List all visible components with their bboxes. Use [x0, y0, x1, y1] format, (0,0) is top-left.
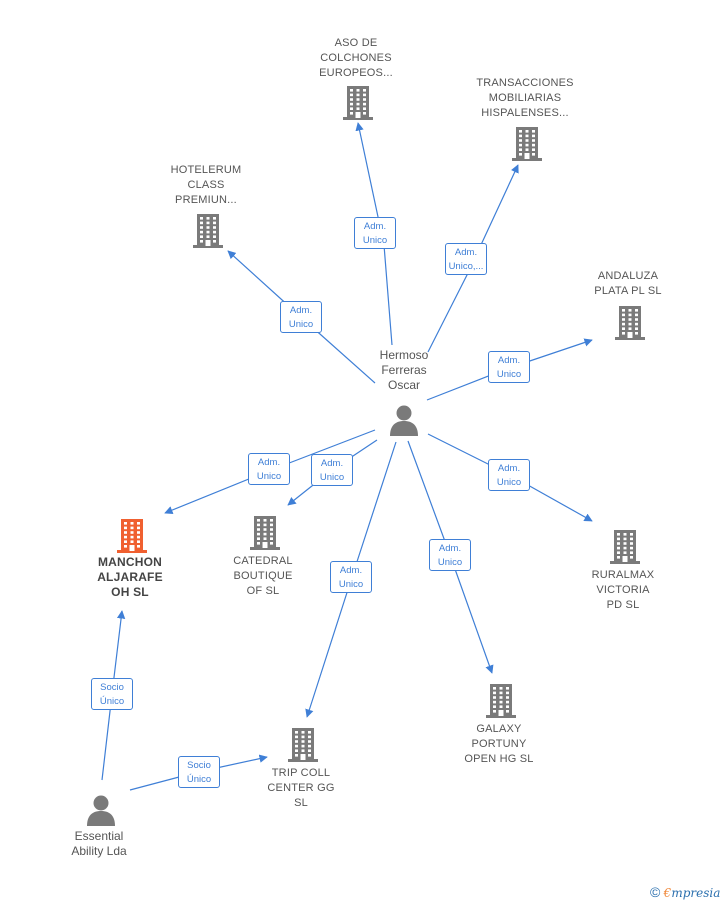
role-label-essential-tripcoll[interactable]: Socio Único: [178, 756, 220, 788]
person-icon[interactable]: [86, 794, 116, 826]
company-name-galaxy[interactable]: GALAXY PORTUNY OPEN HG SL: [464, 723, 534, 765]
building-icon[interactable]: [615, 304, 645, 340]
building-icon[interactable]: [193, 212, 223, 248]
role-label-hermoso-andaluza[interactable]: Adm. Unico: [488, 351, 530, 383]
brand-logo-letter: €: [663, 886, 672, 900]
building-icon[interactable]: [343, 84, 373, 120]
building-icon[interactable]: [486, 682, 516, 718]
company-name-tripcoll[interactable]: TRIP COLL CENTER GG SL: [267, 767, 335, 809]
role-label-hermoso-manchon[interactable]: Adm. Unico: [248, 453, 290, 485]
role-label-hermoso-catedral[interactable]: Adm. Unico: [311, 454, 353, 486]
company-name-transacciones[interactable]: TRANSACCIONES MOBILIARIAS HISPALENSES...: [476, 77, 574, 119]
company-name-andaluza[interactable]: ANDALUZA PLATA PL SL: [594, 270, 662, 297]
building-icon[interactable]: [288, 726, 318, 762]
role-label-hermoso-galaxy[interactable]: Adm. Unico: [429, 539, 471, 571]
relation-edge-hermoso-transacciones: [427, 164, 519, 353]
copyright-icon: ©: [650, 884, 661, 900]
building-icon[interactable]: [610, 528, 640, 564]
role-label-hermoso-ruralmax[interactable]: Adm. Unico: [488, 459, 530, 491]
role-label-hermoso-aso[interactable]: Adm. Unico: [354, 217, 396, 249]
person-name-hermoso[interactable]: Hermoso Ferreras Oscar: [379, 348, 429, 392]
role-label-hermoso-tripcoll[interactable]: Adm. Unico: [330, 561, 372, 593]
role-label-essential-manchon[interactable]: Socio Único: [91, 678, 133, 710]
company-name-aso[interactable]: ASO DE COLCHONES EUROPEOS...: [319, 37, 393, 79]
company-name-manchon[interactable]: MANCHON ALJARAFE OH SL: [97, 555, 163, 599]
person-icon[interactable]: [389, 404, 419, 436]
company-name-ruralmax[interactable]: RURALMAX VICTORIA PD SL: [591, 569, 655, 611]
person-name-essential[interactable]: Essential Ability Lda: [71, 829, 127, 858]
building-icon[interactable]: [117, 517, 147, 553]
company-name-hotelerum[interactable]: HOTELERUM CLASS PREMIUN...: [170, 164, 242, 206]
building-icon[interactable]: [250, 514, 280, 550]
role-label-hermoso-transacciones[interactable]: Adm. Unico,...: [445, 243, 487, 275]
building-icon[interactable]: [512, 125, 542, 161]
role-label-hermoso-hotelerum[interactable]: Adm. Unico: [280, 301, 322, 333]
brand-watermark: © €mpresia: [650, 884, 720, 900]
brand-name: mpresia: [671, 886, 721, 900]
company-name-catedral[interactable]: CATEDRAL BOUTIQUE OF SL: [233, 555, 293, 597]
